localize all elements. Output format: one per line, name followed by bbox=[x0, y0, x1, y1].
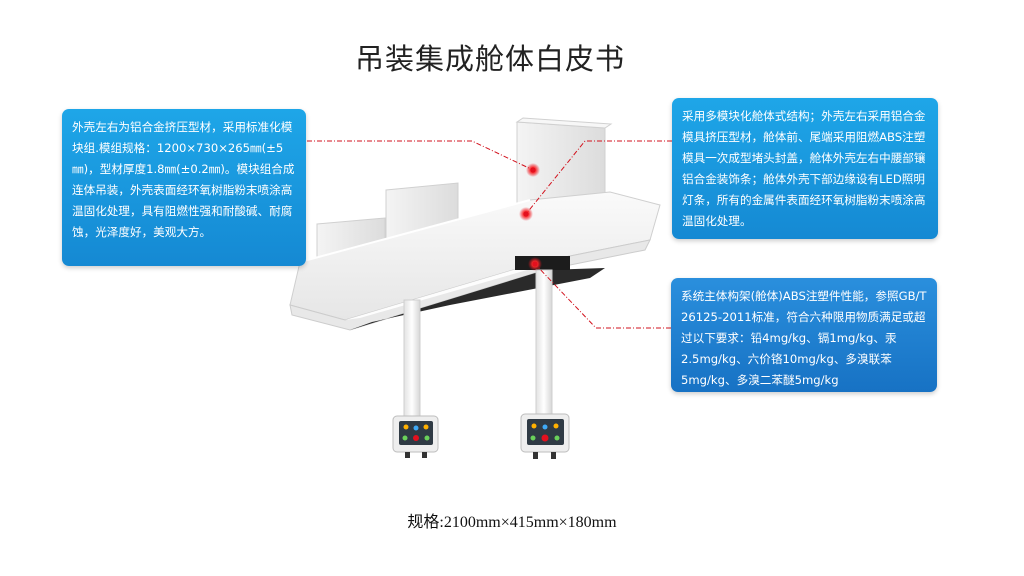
terminal-box-right bbox=[520, 413, 570, 459]
support-poles bbox=[403, 269, 553, 419]
page-title: 吊装集成舱体白皮书 bbox=[354, 42, 625, 76]
spec-dimensions: 规格:2100mm×415mm×180mm bbox=[407, 514, 617, 531]
callout-abs-performance: 系统主体构架(舱体)ABS注塑件性能，参照GB/T 26125-2011标准，符… bbox=[671, 278, 937, 392]
callout-structure: 采用多模块化舱体式结构；外壳左右采用铝合金模具挤压型材，舱体前、尾端采用阻燃AB… bbox=[672, 98, 938, 239]
leader-lines bbox=[307, 140, 672, 329]
callout-shell-material: 外壳左右为铝合金挤压型材，采用标准化模块组.模组规格：1200×730×265㎜… bbox=[62, 109, 306, 266]
cabin-body bbox=[289, 191, 661, 331]
terminal-box-left bbox=[392, 415, 439, 458]
